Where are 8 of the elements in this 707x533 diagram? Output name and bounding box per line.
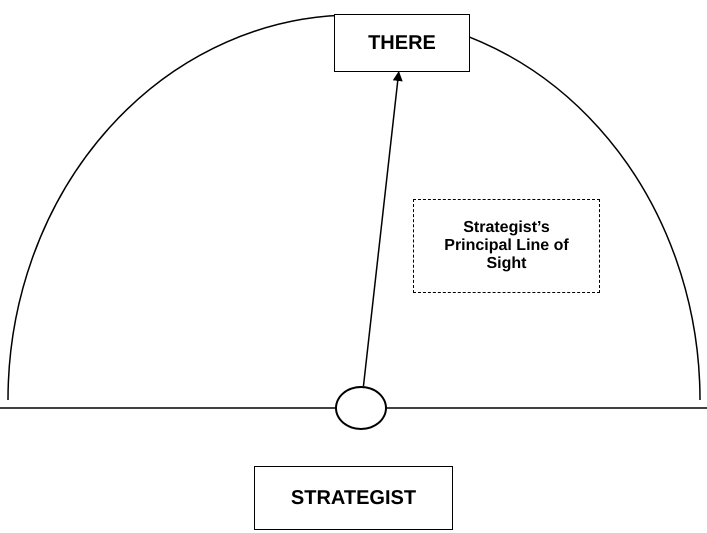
node-label: THERE	[368, 32, 436, 54]
note-box	[413, 199, 600, 293]
strategist-box	[254, 466, 453, 530]
node-label: STRATEGIST	[290, 486, 416, 510]
node-label: Strategist’s Principal Line of Sight	[443, 219, 570, 273]
position-circle	[335, 386, 387, 430]
arrow	[362, 71, 403, 386]
destination-box	[334, 14, 470, 72]
